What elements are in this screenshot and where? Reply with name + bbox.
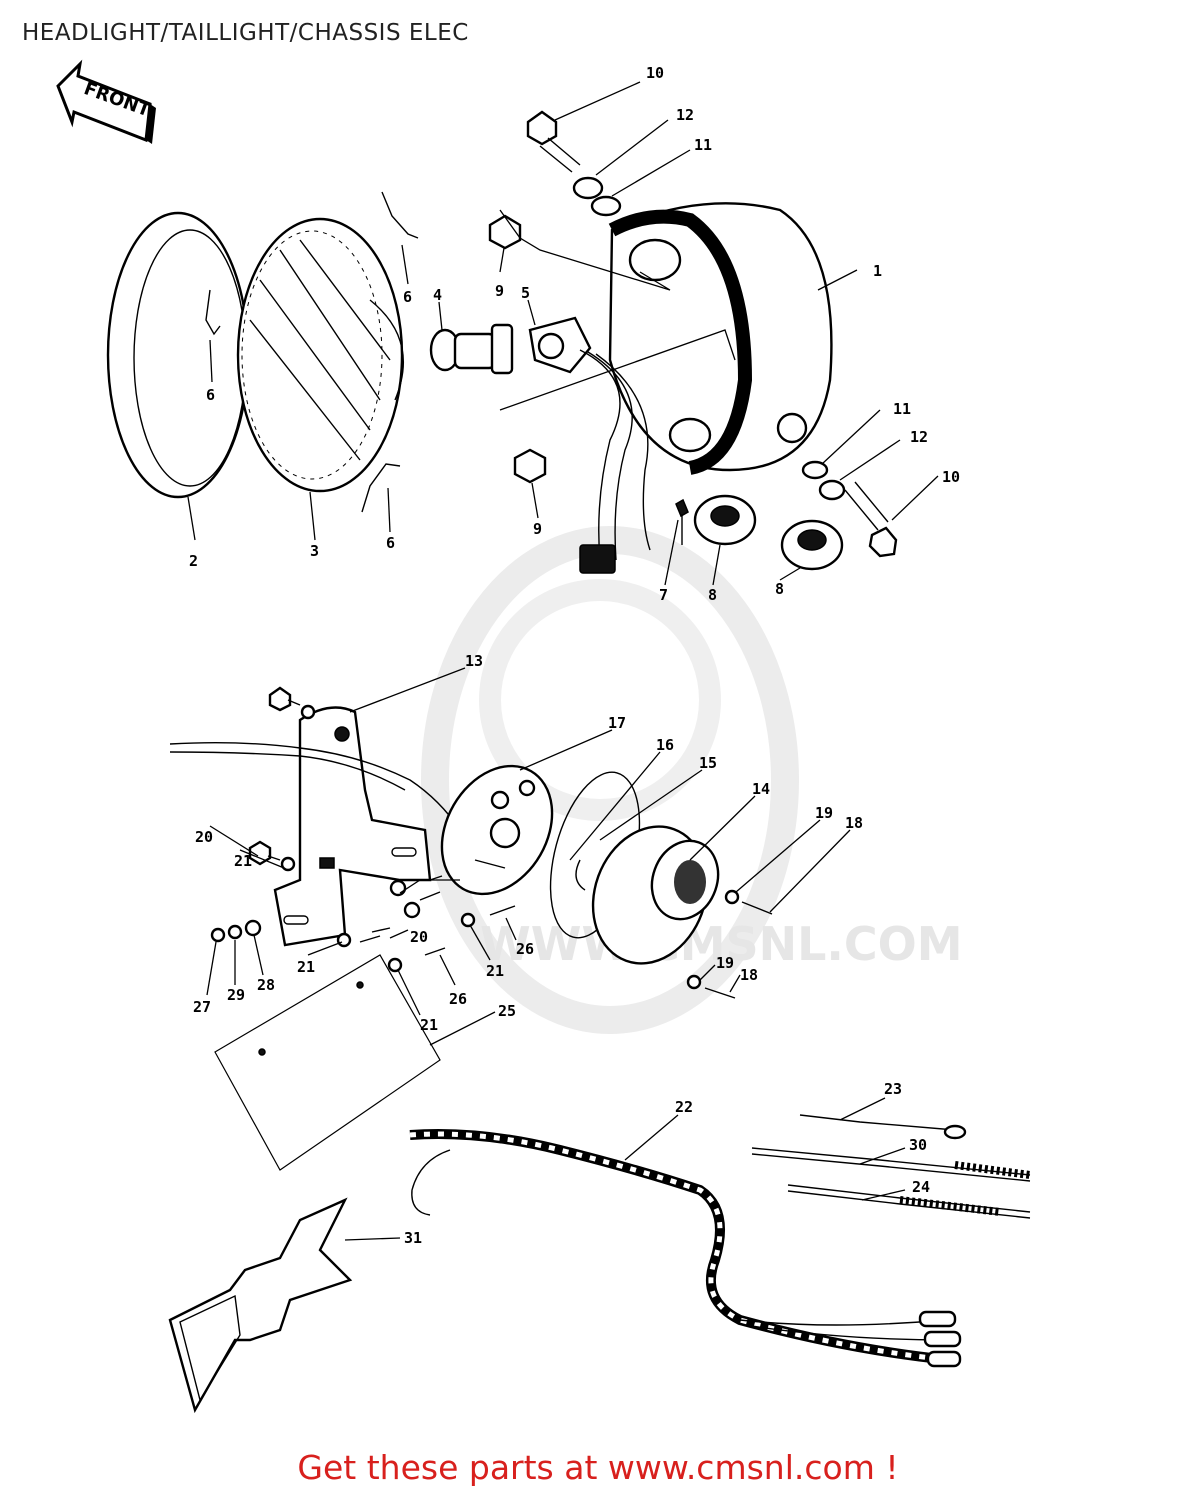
callout-29: 29 — [227, 986, 245, 1004]
part-25-license-plate — [214, 954, 441, 1171]
part-5-bulb-socket — [528, 316, 592, 374]
callout-18a: 18 — [845, 814, 863, 832]
callout-9b: 9 — [533, 520, 542, 538]
callout-12a: 12 — [676, 106, 694, 124]
callout-16: 16 — [656, 736, 674, 754]
part-13-license-bracket — [273, 706, 432, 947]
front-arrow-icon: FRONT — [56, 59, 156, 144]
callout-21a: 21 — [234, 852, 252, 870]
part-3-headlight-lens — [236, 217, 404, 493]
callout-17: 17 — [608, 714, 626, 732]
part-4-headlight-bulb — [429, 323, 514, 375]
footer-promo-text: Get these parts at www.cmsnl.com ! — [297, 1448, 899, 1487]
part-8-grommets — [693, 494, 844, 571]
callout-25: 25 — [498, 1002, 516, 1020]
diagram-title: HEADLIGHT/TAILLIGHT/CHASSIS ELEC — [22, 20, 469, 46]
callout-6a: 6 — [403, 288, 412, 306]
callout-8a: 8 — [708, 586, 717, 604]
part-14-taillight-lens — [591, 825, 720, 965]
headlight-wiring — [579, 349, 651, 574]
callout-28: 28 — [257, 976, 275, 994]
callout-4: 4 — [433, 286, 442, 304]
part-10-12-lower-bolt — [801, 460, 898, 558]
callout-12b: 12 — [910, 428, 928, 446]
callout-11a: 11 — [694, 136, 712, 154]
callout-7: 7 — [659, 586, 668, 604]
part-18-19-screws — [686, 889, 773, 999]
callout-5: 5 — [521, 284, 530, 302]
part-10-12-upper-bolt — [526, 110, 622, 217]
callout-26b: 26 — [449, 990, 467, 1008]
leader-lines-bottom — [344, 1097, 906, 1241]
callout-1: 1 — [873, 262, 882, 280]
leader-lines-middle — [206, 667, 851, 1046]
callout-6b: 6 — [206, 386, 215, 404]
taillight-cable — [169, 741, 461, 831]
callout-20a: 20 — [195, 828, 213, 846]
callout-20b: 20 — [410, 928, 428, 946]
callout-31: 31 — [404, 1229, 422, 1247]
callout-14: 14 — [752, 780, 770, 798]
callout-11b: 11 — [893, 400, 911, 418]
watermark: WWW.CMSNL.COM — [421, 526, 963, 1034]
callout-19a: 19 — [815, 804, 833, 822]
callout-18b: 18 — [740, 966, 758, 984]
callout-19b: 19 — [716, 954, 734, 972]
watermark-text: WWW.CMSNL.COM — [480, 917, 963, 971]
part-2-headlight-rim — [106, 211, 250, 499]
callout-10a: 10 — [646, 64, 664, 82]
part-9-nuts — [488, 214, 547, 484]
callout-24: 24 — [912, 1178, 930, 1196]
part-27-29-nut-washers — [210, 919, 262, 943]
part-26-screws — [424, 905, 516, 956]
callout-9a: 9 — [495, 282, 504, 300]
part-22-wire-harness — [409, 1129, 962, 1368]
callout-8b: 8 — [775, 580, 784, 598]
callout-23: 23 — [884, 1080, 902, 1098]
callout-3: 3 — [310, 542, 319, 560]
part-24-strap — [787, 1184, 1031, 1219]
callout-30: 30 — [909, 1136, 927, 1154]
part-23-strap — [799, 1114, 967, 1140]
callout-21d: 21 — [420, 1016, 438, 1034]
part-30-strap — [751, 1147, 1031, 1182]
callout-13: 13 — [465, 652, 483, 670]
part-6-clips — [205, 191, 419, 513]
part-31-emblem — [168, 1197, 353, 1414]
callout-21b: 21 — [297, 958, 315, 976]
part-17-lamp-base — [440, 764, 554, 896]
callout-22: 22 — [675, 1098, 693, 1116]
callout-labels: 1 2 3 4 5 6 6 6 7 8 8 9 9 10 10 11 11 12… — [189, 64, 960, 1247]
callout-27: 27 — [193, 998, 211, 1016]
leader-lines-top — [187, 81, 939, 586]
part-1-headlight-shell — [608, 202, 833, 475]
callout-6c: 6 — [386, 534, 395, 552]
callout-2: 2 — [189, 552, 198, 570]
callout-21c: 21 — [486, 962, 504, 980]
callout-26a: 26 — [516, 940, 534, 958]
callout-15: 15 — [699, 754, 717, 772]
part-7-screw — [675, 498, 689, 545]
callout-10b: 10 — [942, 468, 960, 486]
